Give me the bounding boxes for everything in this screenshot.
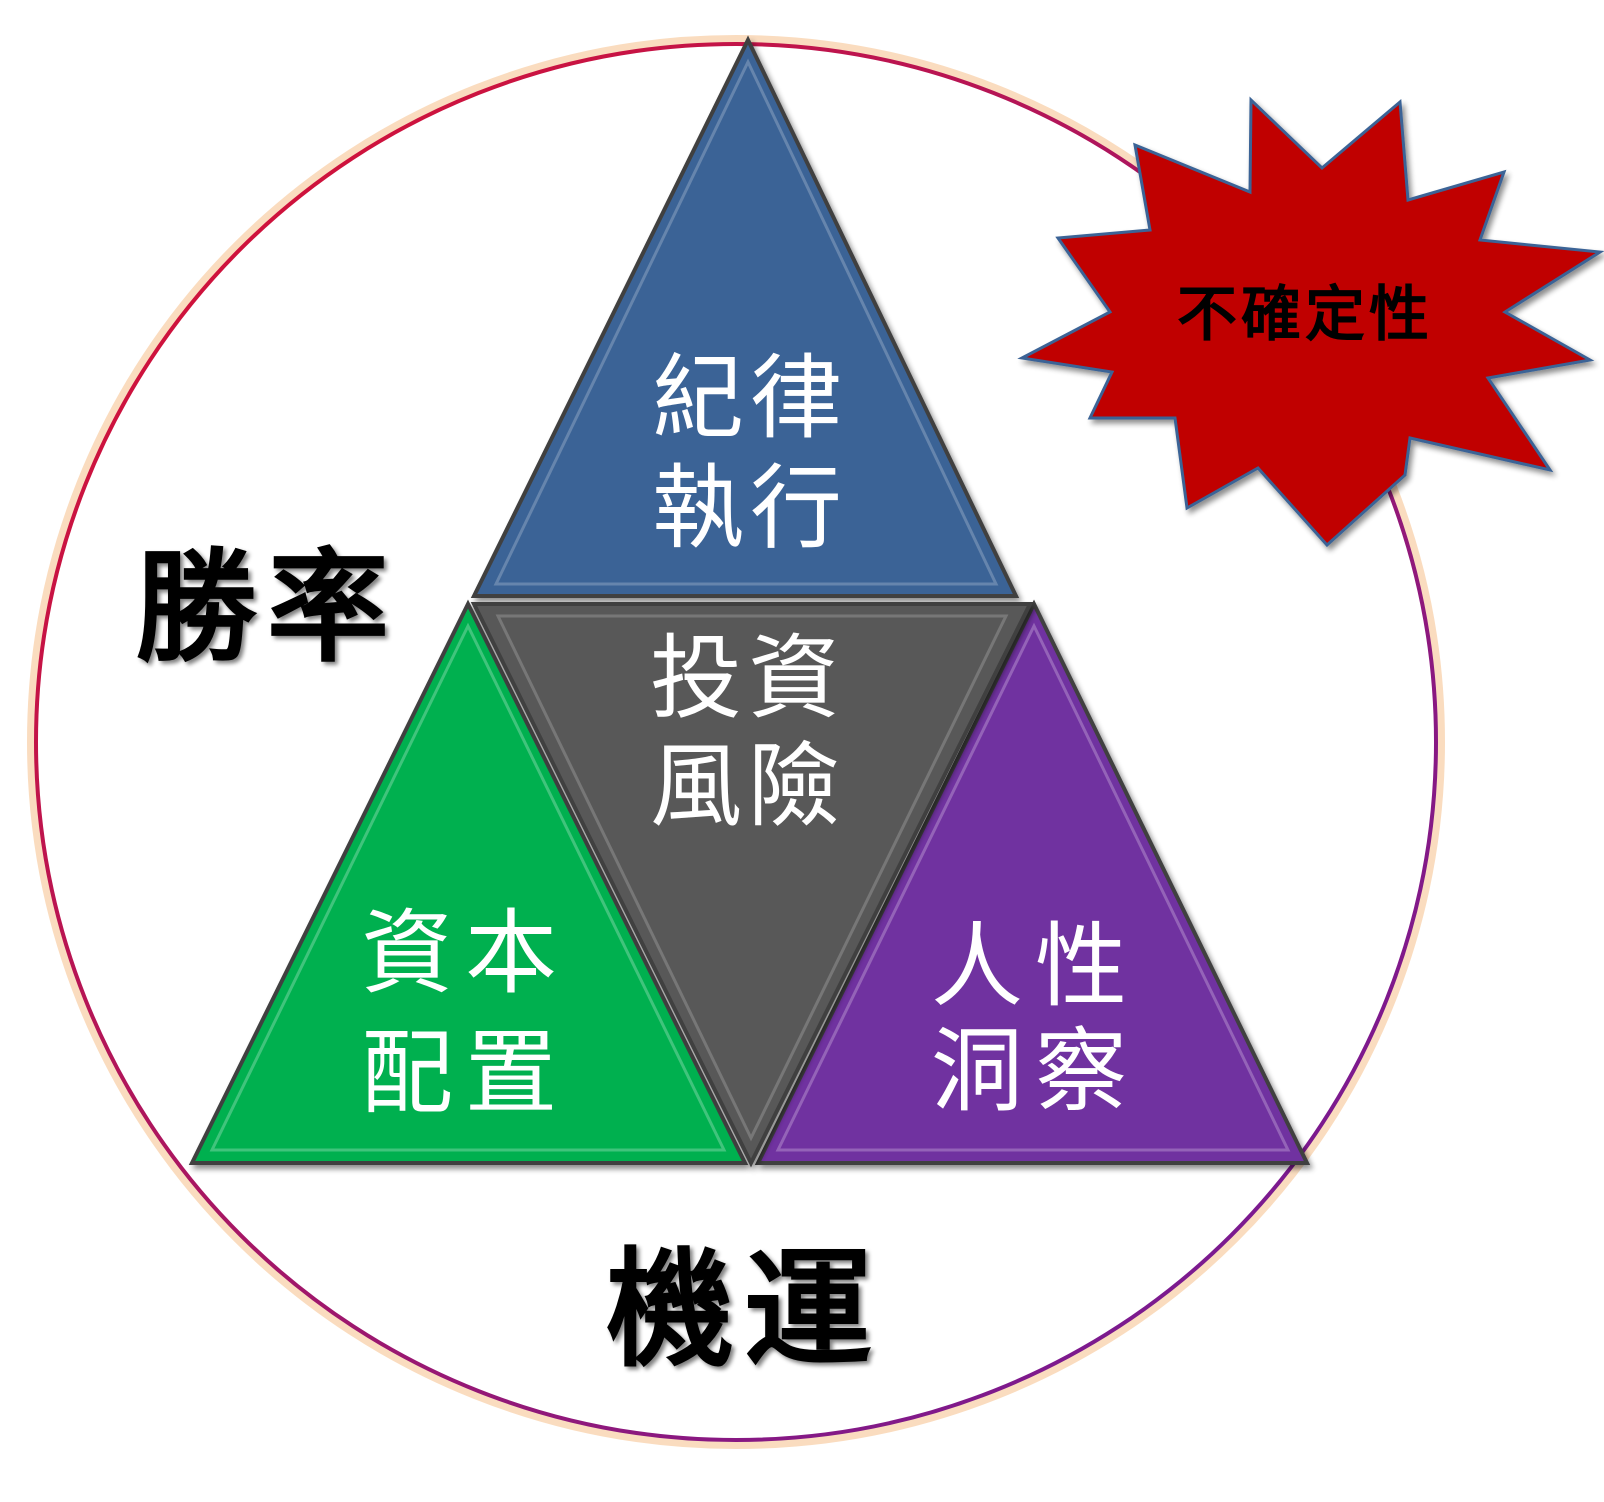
triangle-right-label: 人性 洞察 bbox=[931, 913, 1139, 1125]
triangle-center-line2: 風險 bbox=[650, 733, 846, 840]
luck-label: 機運 bbox=[606, 1235, 882, 1385]
triangle-top-label: 紀律 執行 bbox=[652, 345, 848, 562]
triangle-right-line1: 人性 bbox=[931, 913, 1139, 1020]
triangle-left-line2: 配置 bbox=[361, 1020, 569, 1127]
triangle-top-line1: 紀律 bbox=[652, 345, 848, 452]
triangle-top-line2: 執行 bbox=[652, 455, 848, 562]
triangle-left-line1: 資本 bbox=[361, 900, 569, 1007]
triangle-right bbox=[754, 599, 1311, 1165]
uncertainty-starburst bbox=[1017, 96, 1604, 548]
triangle-left-label: 資本 配置 bbox=[361, 900, 569, 1127]
triangle-center bbox=[470, 602, 1034, 1168]
triangle-left bbox=[188, 599, 749, 1165]
triangle-center-line1: 投資 bbox=[650, 625, 846, 732]
uncertainty-label: 不確定性 bbox=[1177, 280, 1433, 350]
triangle-center-label: 投資 風險 bbox=[650, 625, 846, 840]
triangle-right-line2: 洞察 bbox=[931, 1018, 1139, 1125]
win-rate-label: 勝率 bbox=[135, 535, 399, 679]
triangle-top bbox=[470, 35, 1020, 598]
